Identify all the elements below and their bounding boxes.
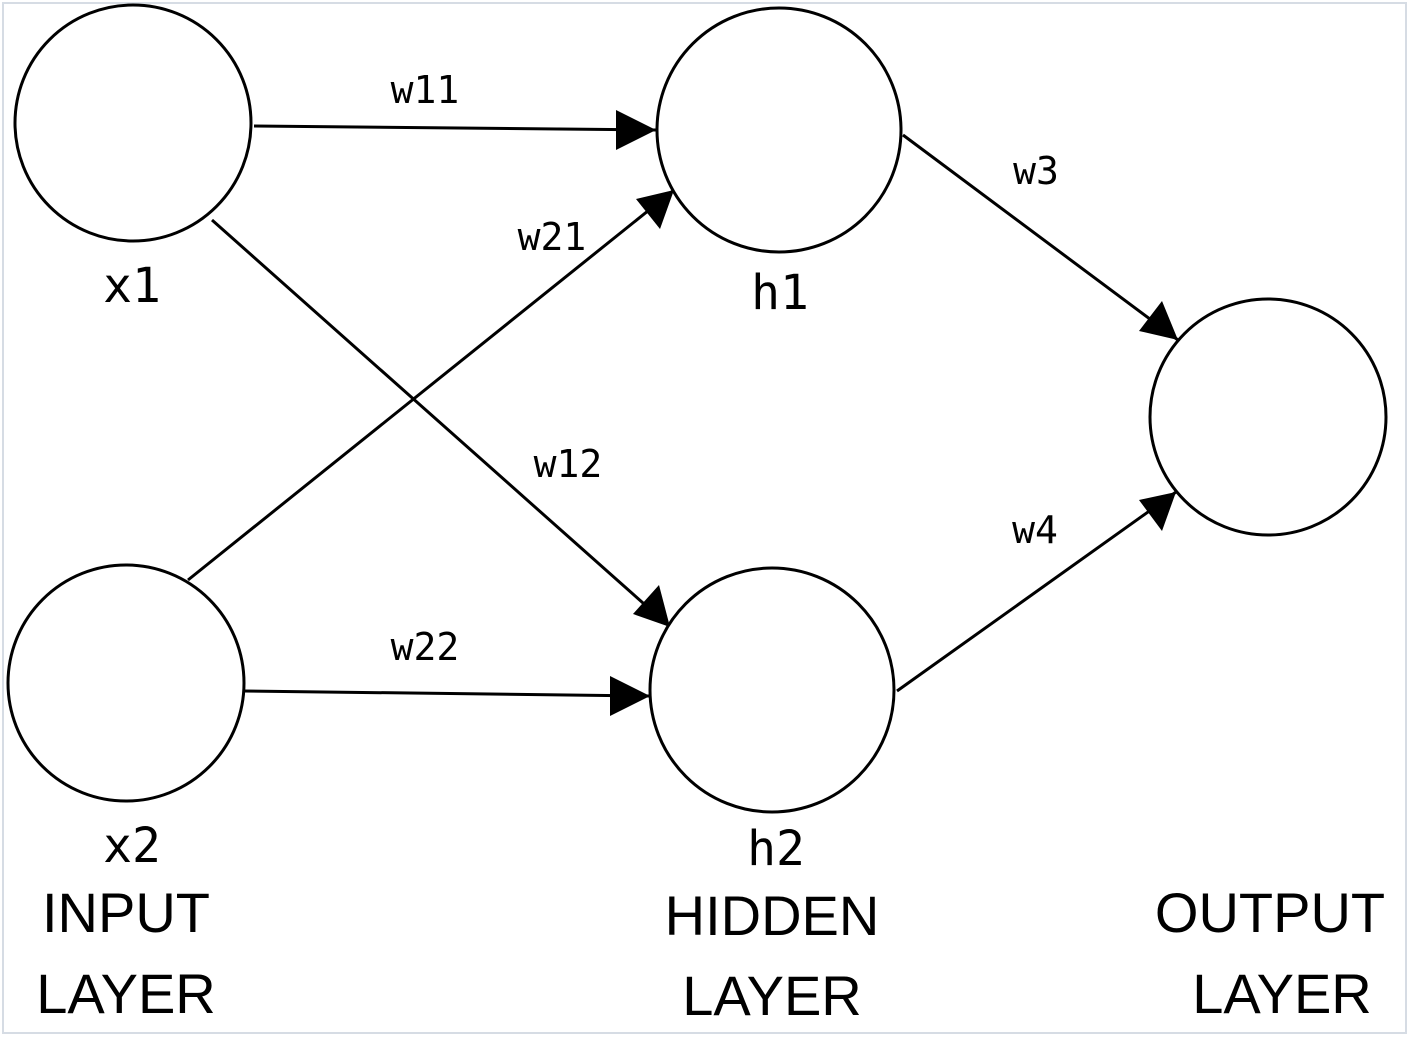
node-output xyxy=(1148,297,1388,537)
edge-w4-arrow xyxy=(1139,492,1176,531)
edge-label-w3: w3 xyxy=(1013,149,1059,193)
nodes xyxy=(6,3,1388,814)
edge-w11 xyxy=(253,124,657,132)
edge-w21 xyxy=(187,188,675,582)
edge-label-w21: w21 xyxy=(518,215,587,259)
layer-label-input-line2: LAYER xyxy=(36,962,215,1025)
edge-label-w22: w22 xyxy=(391,625,460,669)
edge-w11-arrow xyxy=(616,110,656,150)
layer-label-hidden-line2: LAYER xyxy=(682,964,861,1027)
node-x1 xyxy=(13,3,253,243)
edge-w4 xyxy=(896,490,1177,693)
layer-label-output-line2: LAYER xyxy=(1192,962,1371,1025)
node-label-x1: x1 xyxy=(103,258,161,314)
edge-w12 xyxy=(211,218,671,629)
node-x2 xyxy=(6,563,246,803)
layer-label-output-line1: OUTPUT xyxy=(1155,881,1385,944)
edge-w3 xyxy=(902,133,1179,342)
edge-label-w12: w12 xyxy=(534,442,603,486)
node-h2 xyxy=(648,566,896,814)
edge-label-w11: w11 xyxy=(391,68,460,112)
node-h1 xyxy=(655,6,903,254)
edge-w22-arrow xyxy=(610,676,650,716)
node-label-h2: h2 xyxy=(747,821,805,877)
edge-w22 xyxy=(243,689,651,698)
edges xyxy=(187,110,1179,716)
edge-w12-arrow xyxy=(633,585,670,627)
layer-label-input-line1: INPUT xyxy=(42,881,210,944)
layer-label-hidden-line1: HIDDEN xyxy=(665,884,880,947)
node-label-x2: x2 xyxy=(103,818,161,874)
edge-label-w4: w4 xyxy=(1012,508,1058,552)
node-label-h1: h1 xyxy=(751,265,809,321)
edge-w3-arrow xyxy=(1139,301,1178,340)
edge-w21-arrow xyxy=(636,190,674,229)
